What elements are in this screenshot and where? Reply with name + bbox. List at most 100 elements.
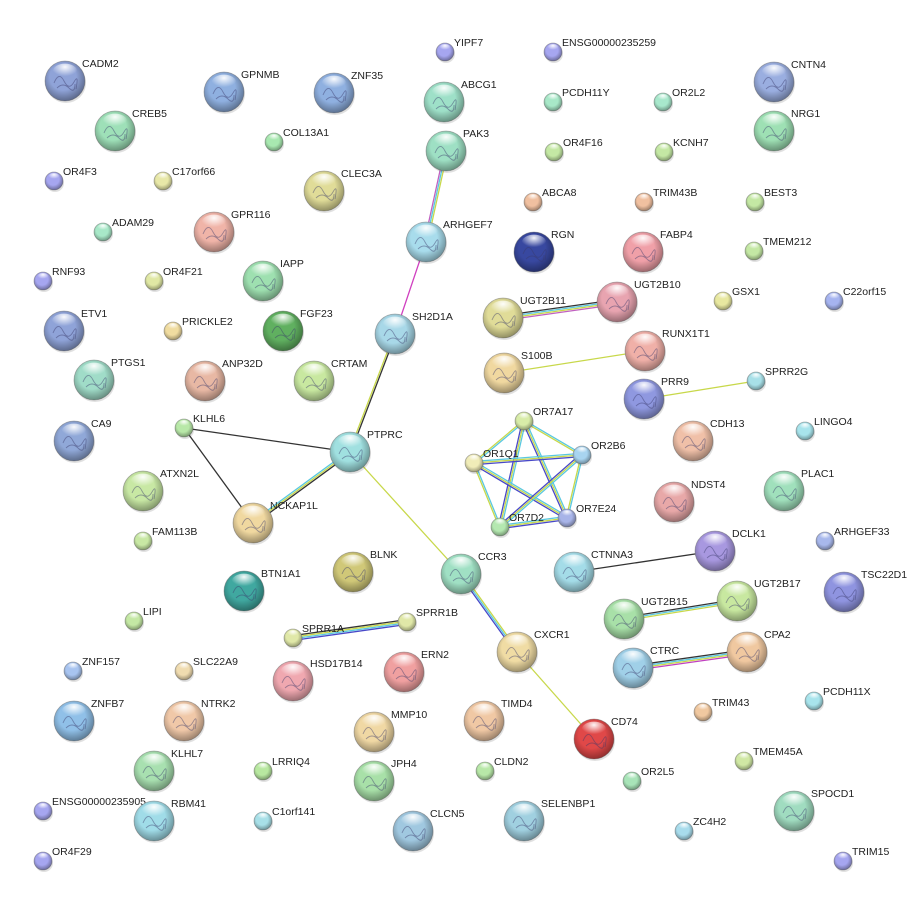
node-sprr1a[interactable]: SPRR1A bbox=[283, 623, 344, 649]
node-ndst4[interactable]: NDST4 bbox=[653, 479, 726, 524]
node-cadm2[interactable]: CADM2 bbox=[44, 58, 119, 103]
node-lrriq4[interactable]: LRRIQ4 bbox=[253, 756, 310, 782]
node-cldn2[interactable]: CLDN2 bbox=[475, 756, 529, 782]
node-blnk[interactable]: BLNK bbox=[332, 549, 397, 594]
node-or4f16[interactable]: OR4F16 bbox=[544, 137, 603, 163]
node-arhgef7[interactable]: ARHGEF7 bbox=[405, 219, 493, 264]
node-btn1a1[interactable]: BTN1A1 bbox=[223, 568, 301, 613]
node-trim15[interactable]: TRIM15 bbox=[833, 846, 890, 872]
node-jph4[interactable]: JPH4 bbox=[353, 758, 417, 803]
node-nckap1l[interactable]: NCKAP1L bbox=[232, 500, 318, 545]
node-fam113b[interactable]: FAM113B bbox=[133, 526, 197, 552]
node-selenbp1[interactable]: SELENBP1 bbox=[503, 798, 595, 843]
node-znfb7[interactable]: ZNFB7 bbox=[53, 698, 124, 743]
node-ptgs1[interactable]: PTGS1 bbox=[73, 357, 146, 402]
node-lipi[interactable]: LIPI bbox=[124, 606, 162, 632]
node-atxn2l[interactable]: ATXN2L bbox=[122, 468, 199, 513]
node-ctrc[interactable]: CTRC bbox=[612, 645, 680, 690]
node-crtam[interactable]: CRTAM bbox=[293, 358, 367, 403]
node-sprr2g[interactable]: SPRR2G bbox=[746, 366, 808, 392]
node-ugt2b15[interactable]: UGT2B15 bbox=[603, 596, 688, 641]
node-runx1t1[interactable]: RUNX1T1 bbox=[624, 328, 710, 373]
node-sh2d1a[interactable]: SH2D1A bbox=[374, 311, 453, 356]
node-trim43[interactable]: TRIM43 bbox=[693, 697, 750, 723]
node-ca9[interactable]: CA9 bbox=[53, 418, 112, 463]
node-c17orf66[interactable]: C17orf66 bbox=[153, 166, 215, 192]
node-fabp4[interactable]: FABP4 bbox=[622, 229, 693, 274]
node-abcg1[interactable]: ABCG1 bbox=[423, 79, 497, 124]
node-pak3[interactable]: PAK3 bbox=[425, 128, 489, 173]
node-sprr1b[interactable]: SPRR1B bbox=[397, 607, 458, 633]
node-clec3a[interactable]: CLEC3A bbox=[303, 168, 382, 213]
node-mmp10[interactable]: MMP10 bbox=[353, 709, 427, 754]
node-fgf23[interactable]: FGF23 bbox=[262, 308, 333, 353]
node-clcn5[interactable]: CLCN5 bbox=[392, 808, 465, 853]
node-prickle2[interactable]: PRICKLE2 bbox=[163, 316, 233, 342]
node-abca8[interactable]: ABCA8 bbox=[523, 187, 577, 213]
node-cntn4[interactable]: CNTN4 bbox=[753, 59, 826, 104]
node-ctnna3[interactable]: CTNNA3 bbox=[553, 549, 633, 594]
node-znf35[interactable]: ZNF35 bbox=[313, 70, 383, 115]
node-iapp[interactable]: IAPP bbox=[242, 258, 304, 303]
node-or2l2[interactable]: OR2L2 bbox=[653, 87, 705, 113]
node-or4f3[interactable]: OR4F3 bbox=[44, 166, 97, 192]
node-ern2[interactable]: ERN2 bbox=[383, 649, 449, 694]
node-c1orf141[interactable]: C1orf141 bbox=[253, 806, 315, 832]
node-nrg1[interactable]: NRG1 bbox=[753, 108, 820, 153]
node-or7e24[interactable]: OR7E24 bbox=[557, 503, 616, 529]
node-tmem212[interactable]: TMEM212 bbox=[744, 236, 812, 262]
node-ugt2b17[interactable]: UGT2B17 bbox=[716, 578, 801, 623]
node-pcdh11x[interactable]: PCDH11X bbox=[804, 686, 871, 712]
node-klhl7[interactable]: KLHL7 bbox=[133, 748, 203, 793]
node-ccr3[interactable]: CCR3 bbox=[440, 551, 507, 596]
node-timd4[interactable]: TIMD4 bbox=[463, 698, 533, 743]
node-yipf7[interactable]: YIPF7 bbox=[435, 37, 483, 63]
node-or4f29[interactable]: OR4F29 bbox=[33, 846, 92, 872]
node-ugt2b10[interactable]: UGT2B10 bbox=[596, 279, 681, 324]
node-cpa2[interactable]: CPA2 bbox=[726, 629, 791, 674]
node-tsc22d1[interactable]: TSC22D1 bbox=[823, 569, 907, 614]
node-kcnh7[interactable]: KCNH7 bbox=[654, 137, 709, 163]
node-dclk1[interactable]: DCLK1 bbox=[694, 528, 766, 573]
node-s100b[interactable]: S100B bbox=[483, 350, 553, 395]
node-lingo4[interactable]: LINGO4 bbox=[795, 416, 853, 442]
node-hsd17b14[interactable]: HSD17B14 bbox=[272, 658, 363, 703]
node-ntrk2[interactable]: NTRK2 bbox=[163, 698, 236, 743]
node-rbm41[interactable]: RBM41 bbox=[133, 798, 206, 843]
node-gpr116[interactable]: GPR116 bbox=[193, 209, 271, 254]
node-etv1[interactable]: ETV1 bbox=[43, 308, 107, 353]
node-gsx1[interactable]: GSX1 bbox=[713, 286, 760, 312]
node-or7d2[interactable]: OR7D2 bbox=[490, 512, 544, 538]
node-rnf93[interactable]: RNF93 bbox=[33, 266, 85, 292]
node-best3[interactable]: BEST3 bbox=[745, 187, 797, 213]
node-tmem45a[interactable]: TMEM45A bbox=[734, 746, 803, 772]
node-slc22a9[interactable]: SLC22A9 bbox=[174, 656, 238, 682]
node-or2l5[interactable]: OR2L5 bbox=[622, 766, 674, 792]
node-znf157[interactable]: ZNF157 bbox=[63, 656, 120, 682]
node-pcdh11y[interactable]: PCDH11Y bbox=[543, 87, 610, 113]
node-anp32d[interactable]: ANP32D bbox=[184, 358, 263, 403]
node-col13a1[interactable]: COL13A1 bbox=[264, 127, 329, 153]
node-ensg00000235259[interactable]: ENSG00000235259 bbox=[543, 37, 656, 63]
node-or4f21[interactable]: OR4F21 bbox=[144, 266, 203, 292]
node-adam29[interactable]: ADAM29 bbox=[93, 217, 154, 243]
node-or7a17[interactable]: OR7A17 bbox=[514, 406, 573, 432]
node-arhgef33[interactable]: ARHGEF33 bbox=[815, 526, 890, 552]
node-rgn[interactable]: RGN bbox=[513, 229, 574, 274]
node-cxcr1[interactable]: CXCR1 bbox=[496, 629, 570, 674]
node-cdh13[interactable]: CDH13 bbox=[672, 418, 745, 463]
node-ptprc[interactable]: PTPRC bbox=[329, 429, 403, 474]
node-plac1[interactable]: PLAC1 bbox=[763, 468, 834, 513]
node-prr9[interactable]: PRR9 bbox=[623, 376, 689, 421]
node-or2b6[interactable]: OR2B6 bbox=[572, 440, 626, 466]
node-zc4h2[interactable]: ZC4H2 bbox=[674, 816, 726, 842]
node-spocd1[interactable]: SPOCD1 bbox=[773, 788, 854, 833]
node-trim43b[interactable]: TRIM43B bbox=[634, 187, 697, 213]
node-ensg00000235905[interactable]: ENSG00000235905 bbox=[33, 796, 146, 822]
node-c22orf15[interactable]: C22orf15 bbox=[824, 286, 886, 312]
node-gpnmb[interactable]: GPNMB bbox=[203, 69, 280, 114]
node-creb5[interactable]: CREB5 bbox=[94, 108, 167, 153]
node-ugt2b11[interactable]: UGT2B11 bbox=[482, 295, 566, 340]
node-klhl6[interactable]: KLHL6 bbox=[174, 413, 225, 439]
node-cd74[interactable]: CD74 bbox=[573, 716, 638, 761]
